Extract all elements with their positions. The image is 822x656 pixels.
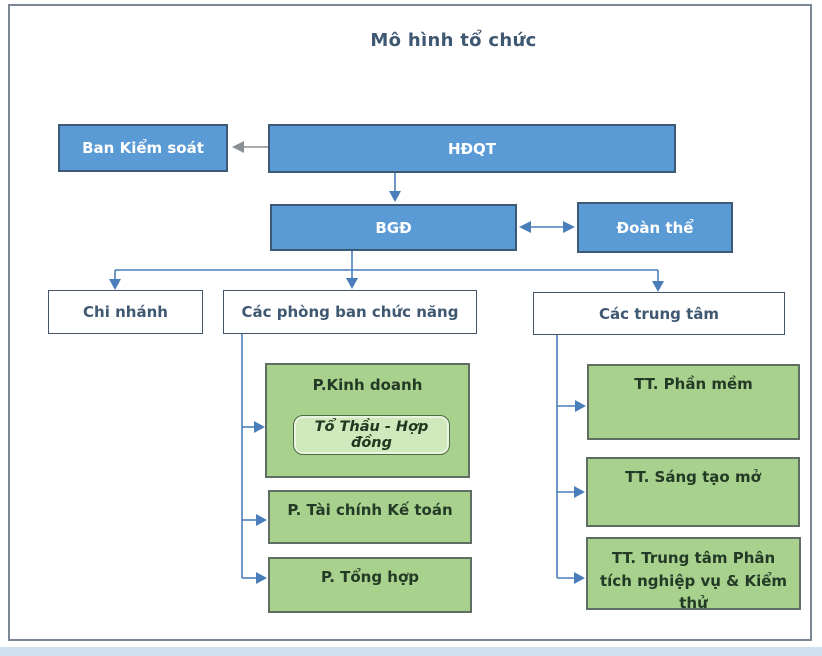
node-label: Ban Kiểm soát [82, 139, 204, 157]
node-tt-sang-tao-mo: TT. Sáng tạo mở [586, 457, 800, 527]
node-to-thau-hop-dong: Tổ Thầu - Hợp đồng [293, 415, 450, 455]
node-p-kinh-doanh: P.Kinh doanh Tổ Thầu - Hợp đồng [265, 363, 470, 478]
node-label: Đoàn thể [616, 218, 694, 237]
node-tt-phan-tich-kiem-thu: TT. Trung tâm Phân tích nghiệp vụ & Kiểm… [586, 537, 801, 612]
node-label: TT. Phần mềm [634, 375, 753, 393]
node-p-tong-hop: P. Tổng hợp [268, 557, 472, 613]
footer-strip [0, 647, 822, 656]
node-p-tai-chinh-ke-toan: P. Tài chính Kế toán [268, 490, 472, 544]
node-cac-phong-ban: Các phòng ban chức năng [223, 290, 477, 334]
node-label: TT. Trung tâm Phân tích nghiệp vụ & Kiểm… [599, 549, 788, 612]
node-label: Tổ Thầu - Hợp đồng [314, 419, 429, 451]
node-cac-trung-tam: Các trung tâm [533, 292, 785, 335]
node-hdqt: HĐQT [268, 124, 676, 173]
node-tt-phan-mem: TT. Phần mềm [587, 364, 800, 440]
node-chi-nhanh: Chi nhánh [48, 290, 203, 334]
node-label: HĐQT [447, 139, 497, 158]
node-label: Các trung tâm [598, 304, 720, 323]
node-label: Chi nhánh [83, 303, 168, 321]
page-title: Mô hình tổ chức [370, 30, 537, 51]
node-doan-the: Đoàn thể [577, 202, 733, 253]
node-ban-kiem-soat: Ban Kiểm soát [58, 124, 228, 172]
node-bgd: BGĐ [270, 204, 517, 251]
node-label: BGĐ [375, 218, 412, 237]
node-label: P. Tài chính Kế toán [287, 501, 453, 519]
node-label: TT. Sáng tạo mở [625, 468, 761, 486]
node-label: Các phòng ban chức năng [241, 303, 459, 321]
node-label: P. Tổng hợp [320, 568, 420, 586]
node-label: P.Kinh doanh [312, 376, 423, 394]
